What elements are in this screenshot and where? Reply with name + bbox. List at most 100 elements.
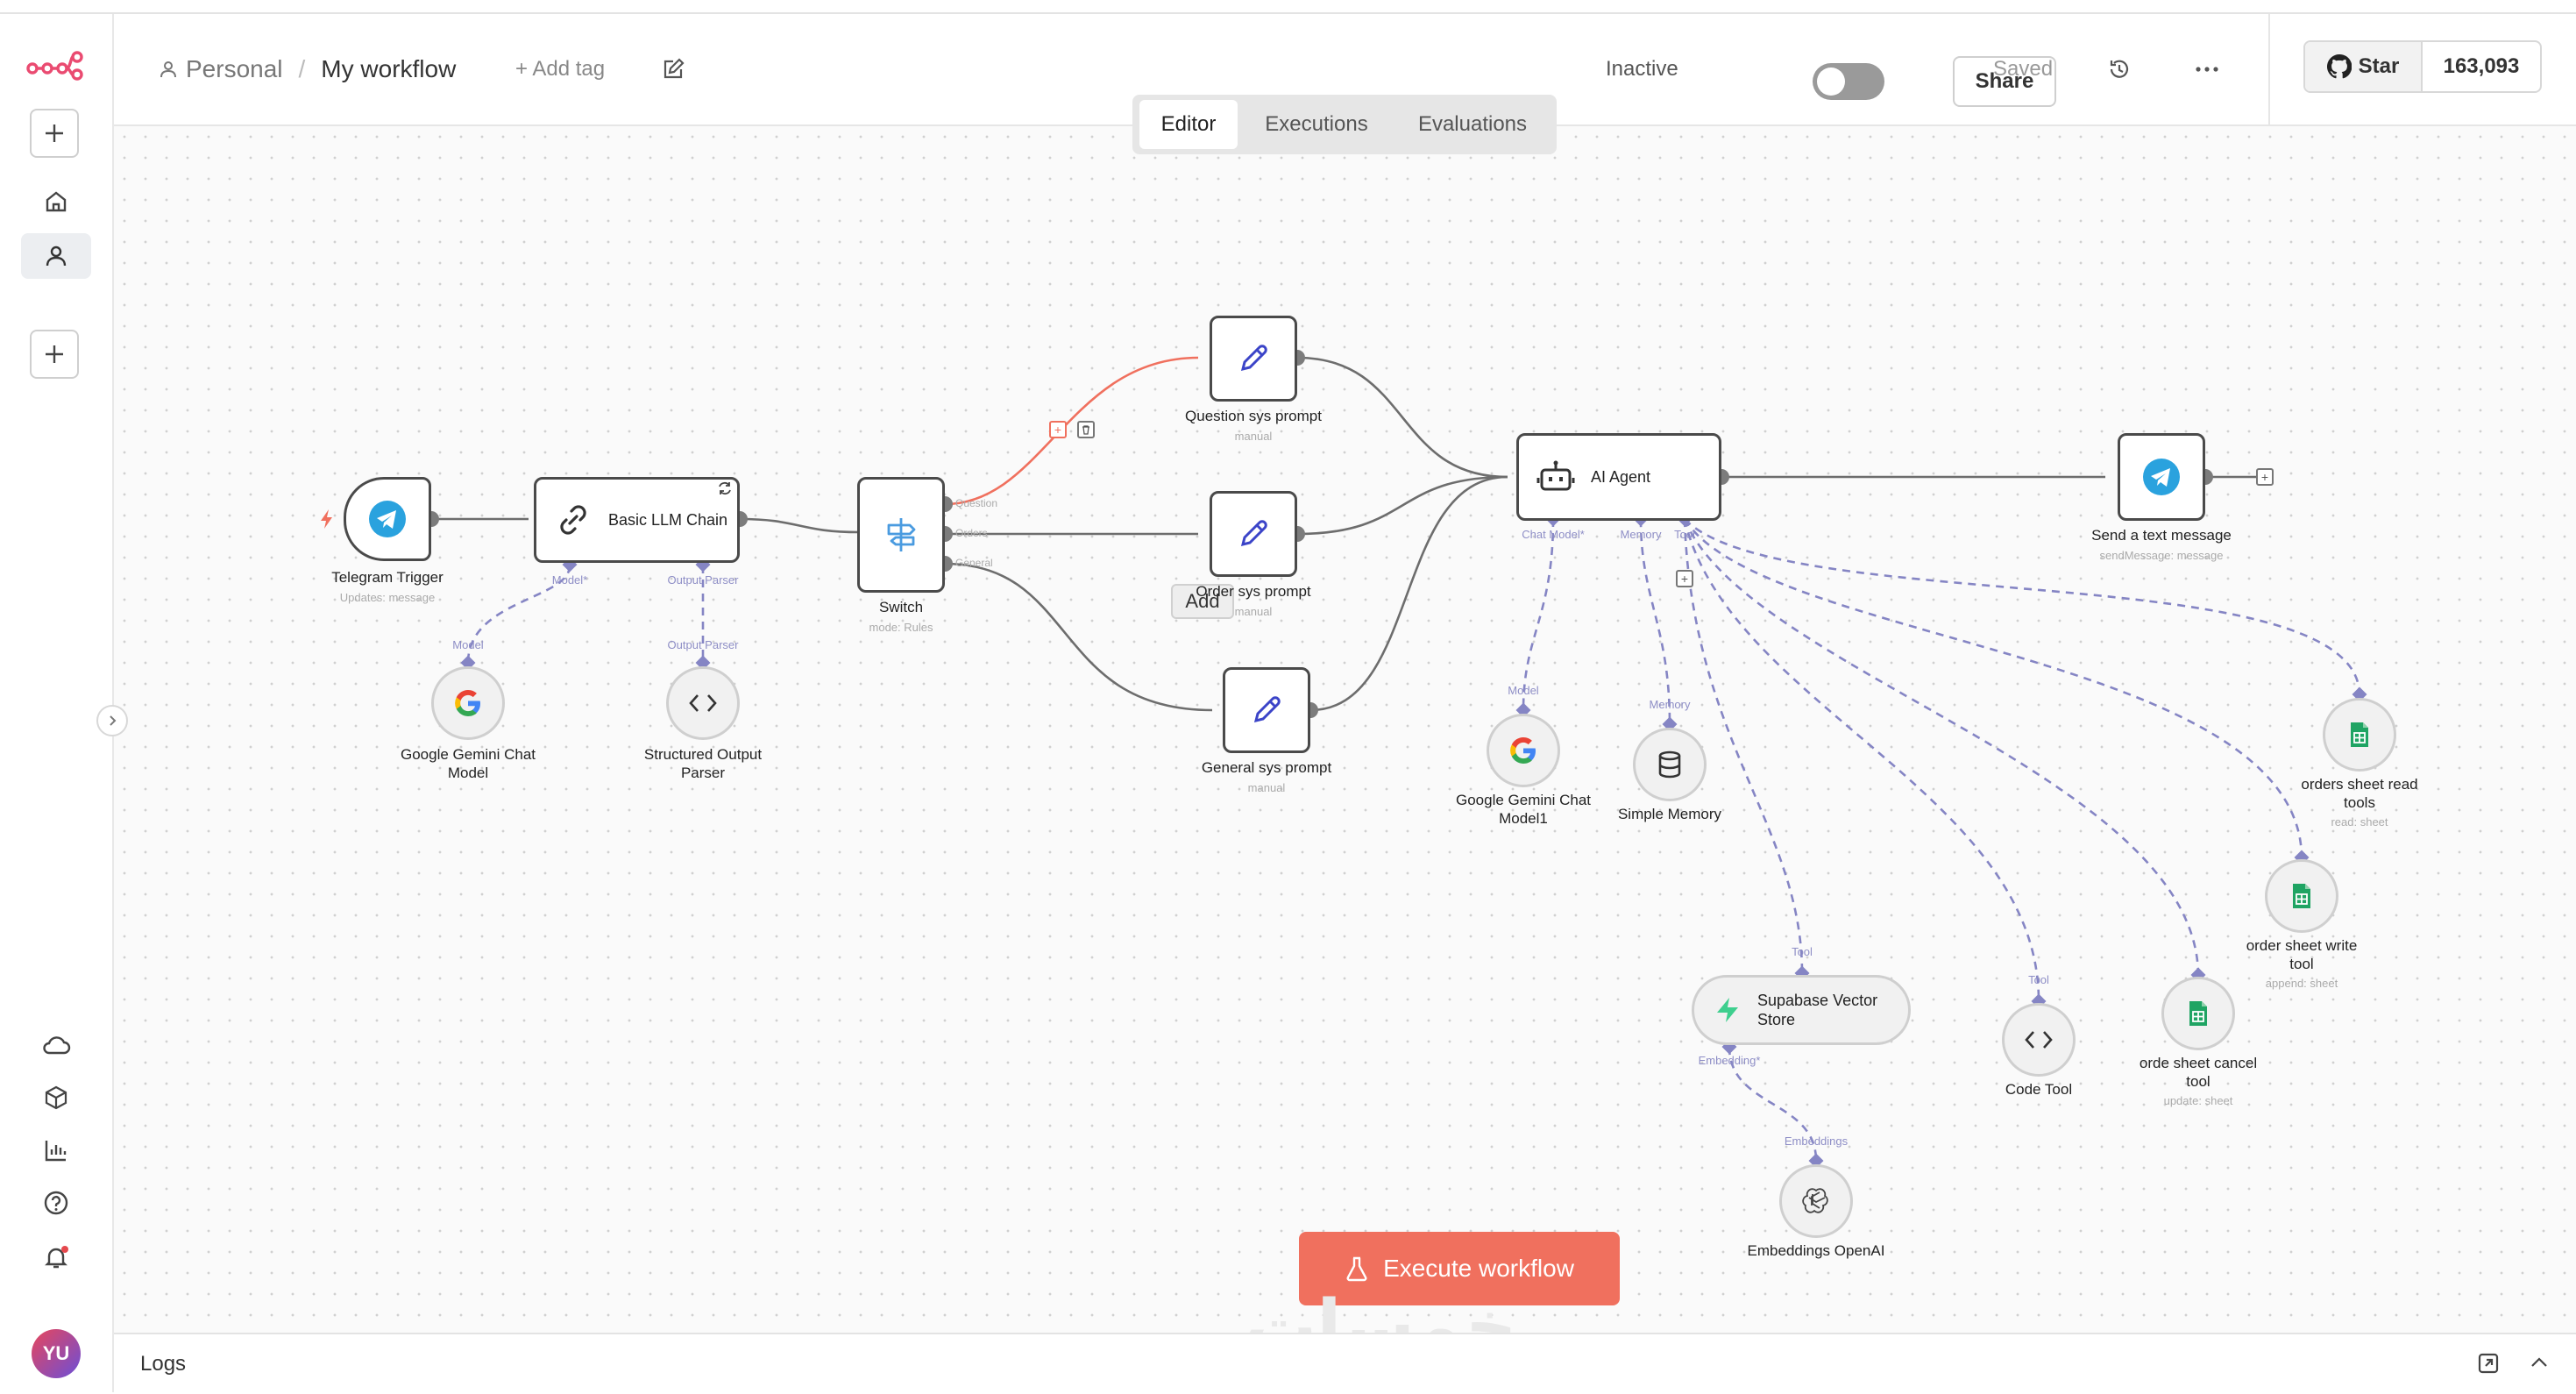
node-label-text: orde sheet cancel tool: [2139, 1055, 2258, 1090]
node-ai-agent[interactable]: AI Agent: [1516, 433, 1721, 521]
logs-panel[interactable]: Logs: [114, 1333, 2576, 1394]
node-label: General sys prompt: [1201, 759, 1332, 776]
node-subtitle: update: sheet: [2163, 1094, 2233, 1107]
node-order-sheet-write-tool[interactable]: [2265, 859, 2338, 933]
node-orde-sheet-cancel-tool[interactable]: [2161, 977, 2235, 1050]
port-label: Chat Model*: [1522, 528, 1585, 541]
node-subtitle: append: sheet: [2265, 977, 2338, 990]
github-star-count: 163,093: [2443, 54, 2520, 78]
node-subtitle: read: sheet: [2331, 815, 2388, 829]
telegram-icon: [369, 501, 406, 537]
github-star-widget[interactable]: Star 163,093: [2303, 40, 2542, 93]
node-label: Structured Output Parser: [633, 745, 773, 782]
popout-icon[interactable]: [2477, 1352, 2500, 1379]
code-brackets-icon: [689, 694, 717, 712]
help-icon[interactable]: [30, 1180, 82, 1226]
node-code-tool[interactable]: [2002, 1003, 2076, 1077]
node-order-sys-prompt[interactable]: [1210, 491, 1297, 577]
project-name[interactable]: Personal: [186, 55, 283, 82]
templates-box-icon[interactable]: [30, 1075, 82, 1120]
node-label: Supabase Vector Store: [1757, 992, 1878, 1028]
tab-editor[interactable]: Editor: [1139, 100, 1238, 149]
history-icon[interactable]: [2107, 14, 2132, 124]
share-button[interactable]: Share: [1953, 56, 2056, 107]
node-send-text-message[interactable]: [2118, 433, 2205, 521]
node-label-text: Google Gemini Chat Model: [400, 746, 536, 781]
refresh-icon: [719, 481, 731, 495]
link-chain-icon: [560, 505, 586, 535]
node-label-text: Google Gemini Chat Model1: [1455, 792, 1592, 827]
google-sheets-icon: [2351, 722, 2368, 747]
notifications-bell-icon[interactable]: [30, 1234, 82, 1280]
node-orders-sheet-read-tools[interactable]: [2323, 698, 2396, 772]
port-label: Embeddings: [1784, 1134, 1849, 1148]
node-general-sys-prompt[interactable]: [1223, 667, 1310, 753]
delete-connection-icon[interactable]: [1077, 421, 1095, 438]
node-question-sys-prompt[interactable]: [1210, 316, 1297, 402]
execute-workflow-button[interactable]: Execute workflow: [1299, 1232, 1620, 1305]
breadcrumb-separator: /: [298, 55, 306, 82]
cloud-icon[interactable]: [30, 1022, 82, 1068]
signpost-icon: [887, 518, 916, 551]
node-google-gemini-chat-model[interactable]: [431, 666, 505, 740]
add-project-button[interactable]: [30, 330, 79, 379]
node-label: order sheet write tool: [2236, 936, 2367, 973]
ai-conn-memory: [1639, 518, 1671, 725]
active-toggle[interactable]: [1813, 63, 1884, 100]
port-label: Memory: [1620, 528, 1662, 541]
tab-evaluations[interactable]: Evaluations: [1417, 112, 1528, 136]
add-node-on-connection-icon[interactable]: +: [1049, 421, 1067, 438]
add-tag-link[interactable]: + Add tag: [515, 57, 606, 81]
output-label: Question: [955, 497, 998, 509]
github-star-button[interactable]: Star: [2305, 42, 2423, 91]
add-next-node-icon[interactable]: +: [2256, 468, 2274, 486]
port-label: Embedding*: [1698, 1054, 1761, 1067]
user-avatar[interactable]: YU: [32, 1329, 81, 1378]
node-basic-llm-chain[interactable]: Basic LLM Chain: [534, 477, 740, 563]
ai-conn-embed: [1728, 1046, 1818, 1162]
port-label: Tool: [2028, 973, 2049, 986]
trigger-bolt-icon: [321, 509, 332, 529]
conn-switch-general: [944, 562, 1213, 712]
google-icon: [455, 690, 480, 716]
output-label: General: [955, 557, 993, 569]
user-icon: [160, 61, 176, 78]
node-supabase-vector-store[interactable]: Supabase Vector Store: [1692, 975, 1911, 1045]
create-button[interactable]: [30, 109, 79, 158]
tab-executions[interactable]: Executions: [1265, 112, 1368, 136]
node-telegram-trigger[interactable]: [344, 477, 431, 561]
node-simple-memory[interactable]: [1633, 728, 1707, 801]
add-tooltip: Add: [1171, 584, 1234, 619]
conn-question-agent: [1296, 356, 1508, 479]
node-switch[interactable]: [857, 477, 945, 593]
node-label-text: orders sheet read tools: [2301, 776, 2418, 811]
node-embeddings-openai[interactable]: [1779, 1164, 1853, 1238]
workflow-canvas[interactable]: + Add Telegram Trigger Updates: message …: [114, 126, 2576, 1333]
workflow-name[interactable]: My workflow: [321, 55, 457, 82]
node-google-gemini-chat-model1[interactable]: [1487, 714, 1560, 787]
port-label: Model: [1508, 684, 1539, 697]
pencil-icon: [1240, 520, 1267, 547]
ai-conn-read: [1684, 518, 2361, 695]
telegram-icon: [2143, 459, 2180, 495]
node-label: orde sheet cancel tool: [2132, 1054, 2264, 1091]
watermark-text: خمسات: [1245, 1287, 1517, 1333]
home-icon[interactable]: [30, 179, 82, 224]
breadcrumb[interactable]: Personal / My workflow: [158, 14, 456, 124]
personal-user-icon[interactable]: [21, 233, 91, 279]
sidebar-expand-button[interactable]: [96, 705, 128, 736]
code-brackets-icon: [2025, 1031, 2053, 1049]
node-label: Switch: [878, 599, 924, 615]
execute-workflow-label: Execute workflow: [1383, 1255, 1574, 1282]
insights-chart-icon[interactable]: [30, 1127, 82, 1173]
more-options-icon[interactable]: [2195, 14, 2219, 124]
node-subtitle: manual: [1247, 781, 1286, 794]
port-label: Tool: [1792, 945, 1813, 958]
add-tool-icon[interactable]: +: [1676, 570, 1693, 587]
n8n-logo[interactable]: [26, 49, 84, 81]
port-label: Output Parser: [667, 573, 739, 587]
edit-description-icon[interactable]: [661, 14, 685, 124]
node-structured-output-parser[interactable]: [666, 666, 740, 740]
github-icon: [2326, 54, 2352, 79]
chevron-up-icon[interactable]: [2530, 1355, 2549, 1374]
